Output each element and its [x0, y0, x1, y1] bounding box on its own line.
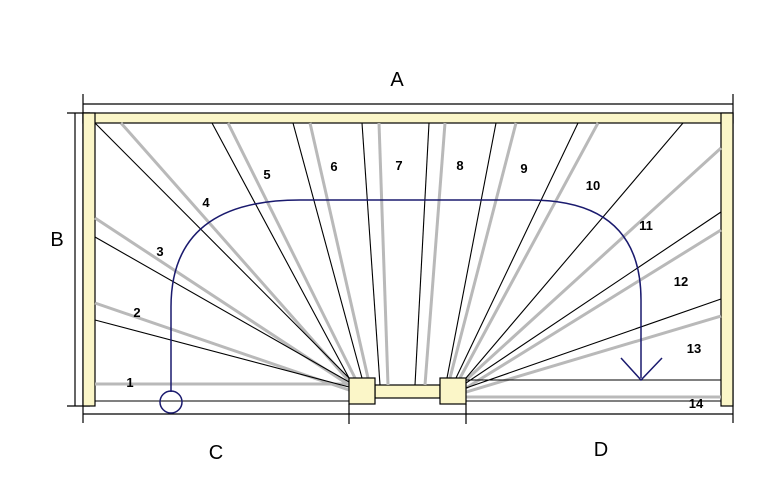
left-newel-post [348, 377, 376, 405]
dimension-label-c: C [209, 442, 223, 464]
step-number: 1 [126, 375, 133, 390]
tread-lines [94, 122, 722, 402]
step-number: 5 [263, 167, 270, 182]
step-number: 9 [520, 161, 527, 176]
step-number: 3 [156, 244, 163, 259]
step-number: 7 [395, 158, 402, 173]
step-number: 4 [202, 195, 210, 210]
start-circle-icon [159, 390, 183, 414]
dimension-lines [67, 94, 734, 424]
step-number: 12 [674, 274, 688, 289]
step-number: 8 [456, 158, 463, 173]
arrow-down-icon [620, 357, 663, 382]
dimension-label-d: D [594, 439, 608, 461]
stair-frame [82, 112, 734, 407]
tread-shadows [94, 122, 723, 399]
right-newel-post [439, 377, 467, 405]
step-number: 11 [639, 218, 653, 233]
step-number: 6 [330, 159, 337, 174]
step-number: 14 [689, 396, 704, 411]
newel-posts [348, 377, 467, 405]
step-number: 10 [586, 178, 600, 193]
dimension-label-b: B [50, 229, 63, 251]
walking-line [159, 199, 663, 414]
step-numbers: 1 2 3 4 5 6 7 8 9 10 11 12 13 14 [126, 158, 704, 411]
step-number: 2 [133, 305, 140, 320]
dimension-label-a: A [390, 69, 404, 91]
step-number: 13 [687, 341, 701, 356]
